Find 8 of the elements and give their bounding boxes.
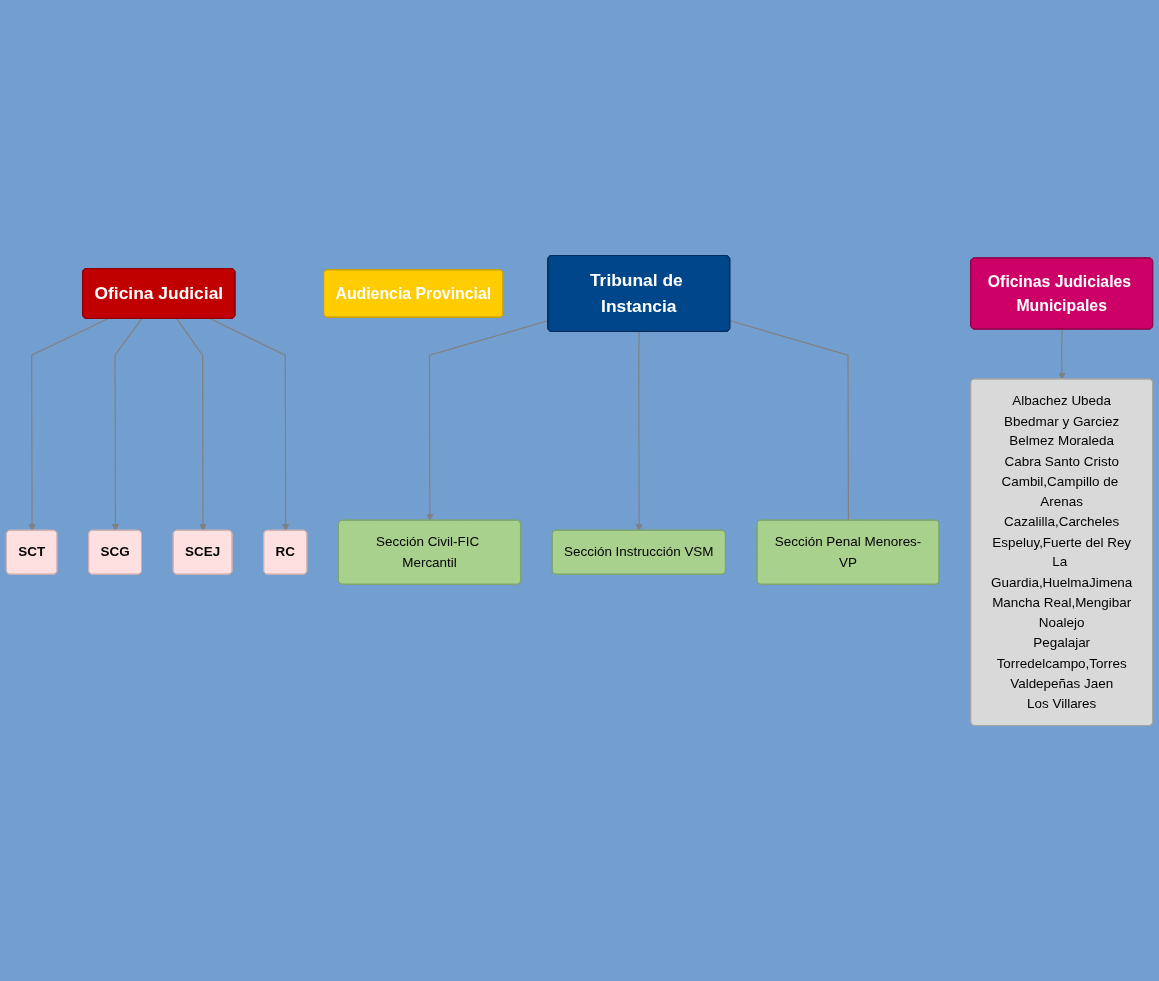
arrow (111, 318, 143, 531)
arrow (1058, 328, 1066, 380)
arrow (28, 318, 109, 531)
connector (729, 320, 850, 522)
arrow (635, 331, 643, 531)
arrow (176, 318, 207, 531)
arrow (209, 318, 290, 531)
arrow (426, 320, 549, 521)
